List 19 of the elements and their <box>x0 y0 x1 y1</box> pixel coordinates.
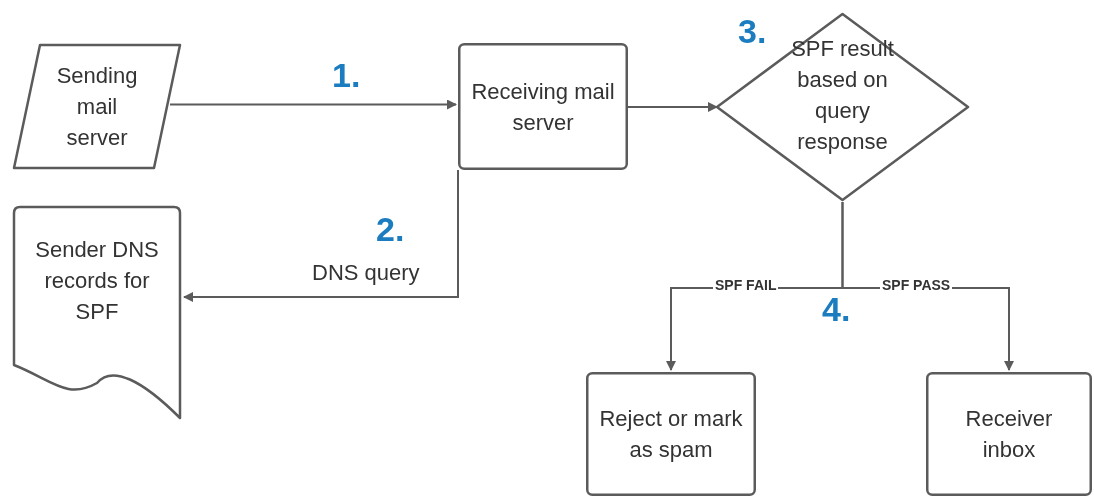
node-text: Reject or mark as spam <box>598 405 744 464</box>
node-text: Receiving mail server <box>470 77 616 137</box>
decision-diamond <box>715 12 970 202</box>
step-number: 4. <box>822 292 851 326</box>
document-shape <box>12 205 182 420</box>
step-number: 1. <box>332 58 361 92</box>
node-text: Sending mail server <box>55 62 139 152</box>
node-text: SPF result based on query response <box>790 35 895 156</box>
process-box <box>458 43 628 170</box>
step-number: 3. <box>738 14 767 48</box>
node-text: Sender DNS records for SPF <box>34 236 160 326</box>
input-output-parallelogram <box>12 43 182 170</box>
connector-arrow <box>183 169 459 302</box>
connector-arrow <box>627 102 718 112</box>
connector-arrow <box>169 99 457 110</box>
node-text: Receiver inbox <box>964 405 1054 464</box>
process-box <box>586 372 756 496</box>
process-box <box>926 372 1092 496</box>
step-number: 2. <box>376 212 405 246</box>
